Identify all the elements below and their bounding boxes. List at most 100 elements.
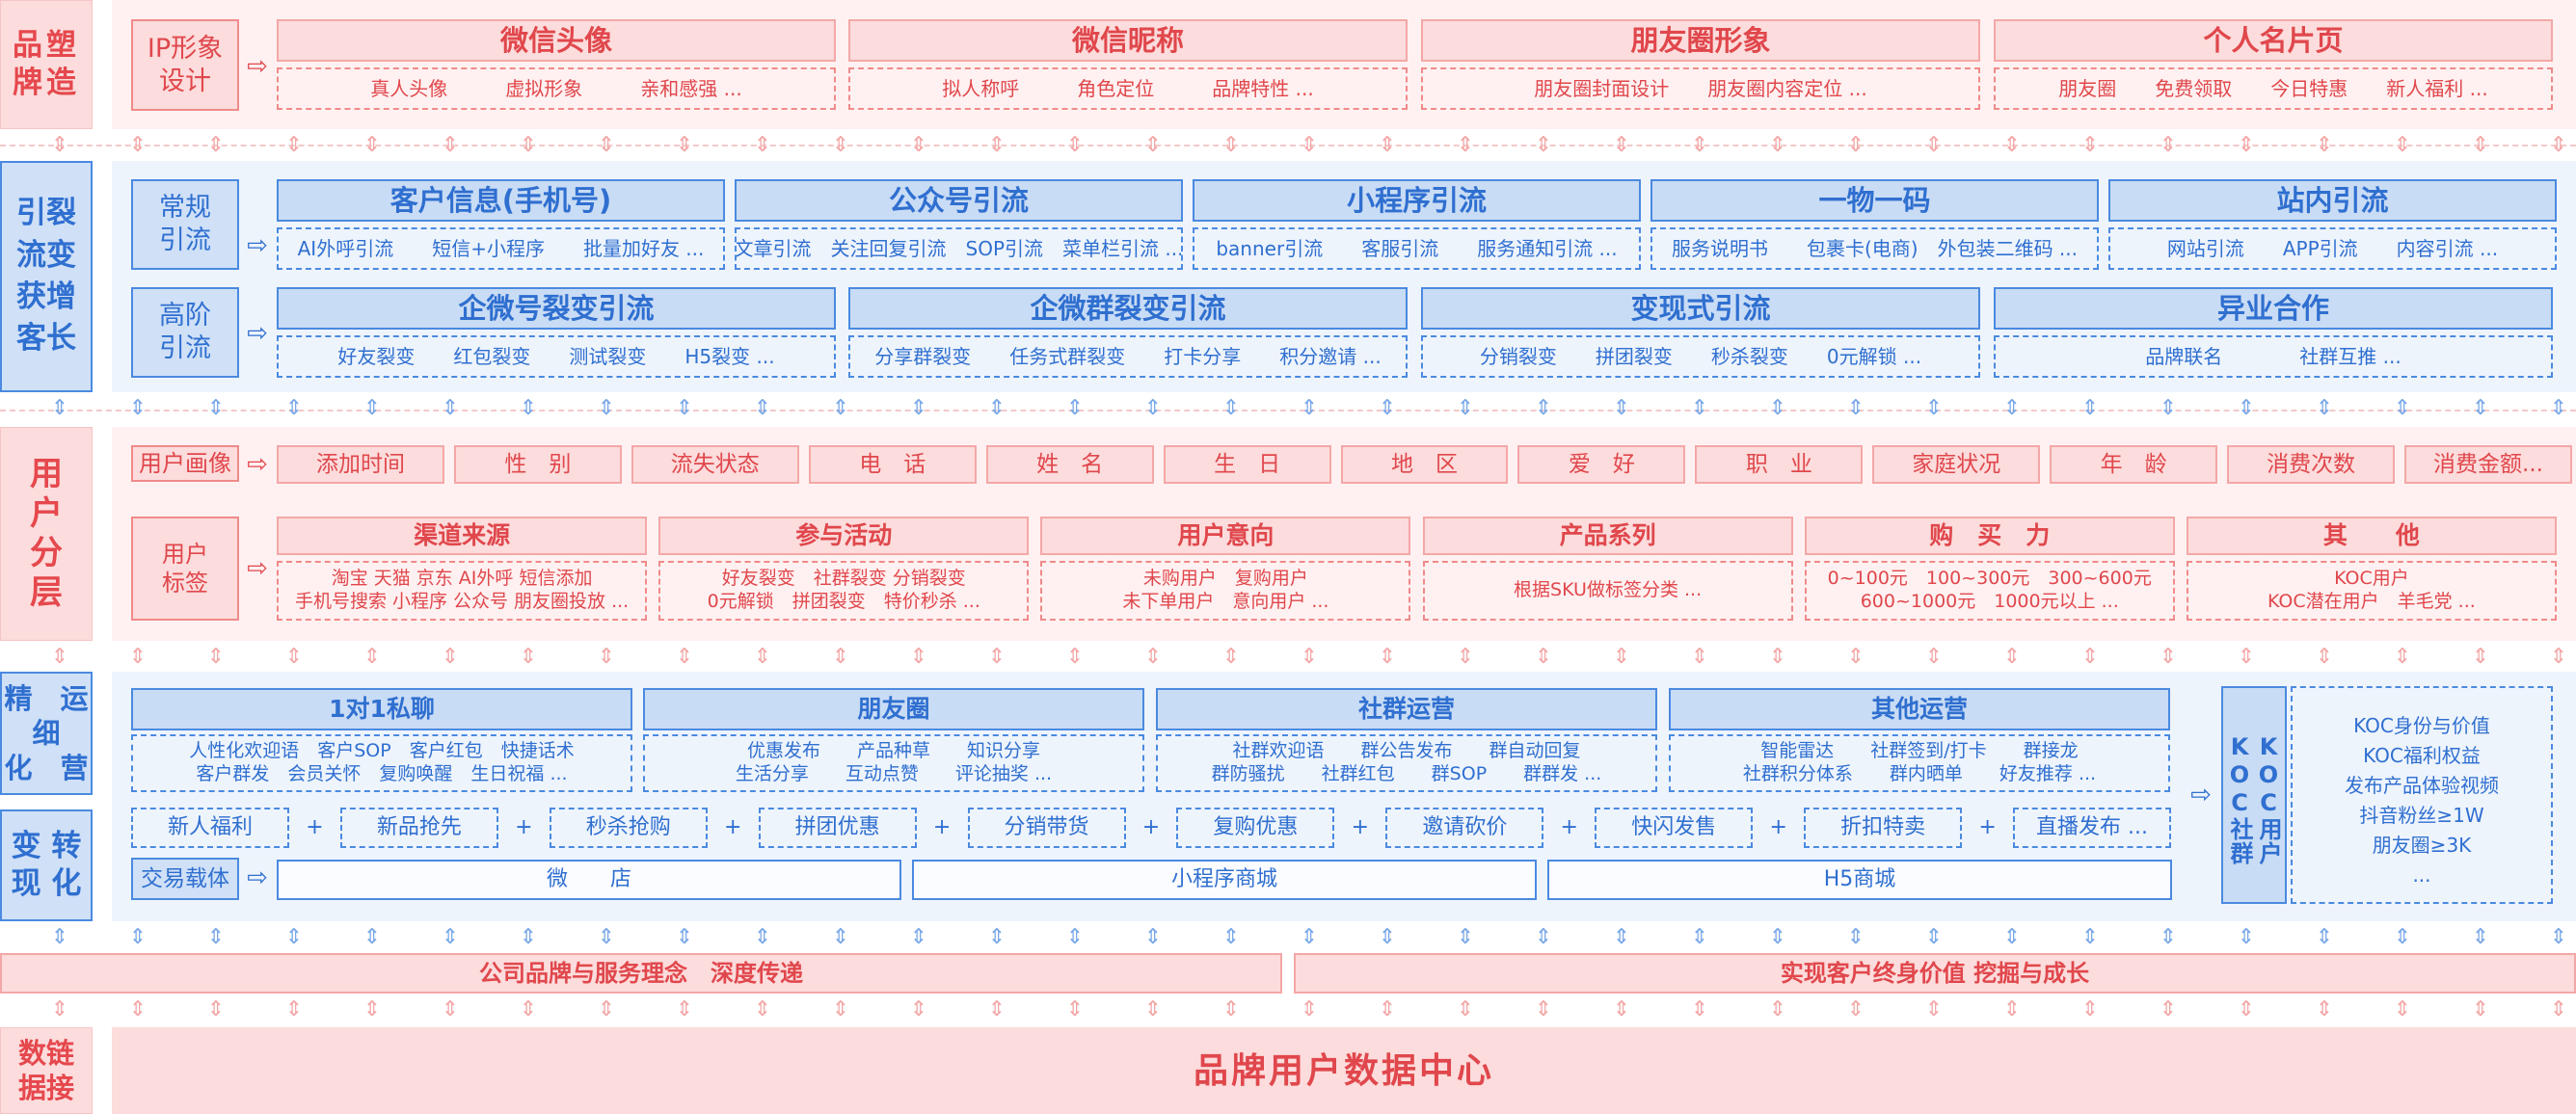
koc-item: ... <box>2412 863 2431 887</box>
regular-block-title: 站内引流 <box>2108 179 2557 222</box>
double-arrow-icon: ⇕ <box>675 133 694 157</box>
ops-block-title: 其他运营 <box>1669 688 2170 730</box>
double-arrow-icon: ⇕ <box>2237 925 2256 949</box>
koc-col2: KOC用户 <box>2255 732 2282 865</box>
promo-item: 快闪发售 <box>1595 808 1754 848</box>
double-arrow-icon: ⇕ <box>2159 997 2178 1021</box>
double-arrow-icon: ⇕ <box>2080 997 2100 1021</box>
double-arrow-icon: ⇕ <box>2393 133 2412 157</box>
double-arrow-icon: ⇕ <box>1300 133 1319 157</box>
double-arrow-icon: ⇕ <box>2315 925 2334 949</box>
advanced-block-items: 品牌联名 社群互推 ... <box>1994 335 2553 378</box>
double-arrow-icon: ⇕ <box>1768 997 1787 1021</box>
koc-title-box: KOC社群 KOC用户 <box>2221 686 2287 904</box>
double-arrow-icon: ⇕ <box>362 133 382 157</box>
double-arrow-icon: ⇕ <box>2080 396 2100 420</box>
ops-side-label: 精 运 细 化 营 <box>0 672 93 795</box>
double-arrow-icon: ⇕ <box>1378 925 1397 949</box>
label-block-items: 未购用户 复购用户 未下单用户 意向用户 ... <box>1040 561 1411 621</box>
advanced-block-items: 分享群裂变 任务式群裂变 打卡分享 积分邀请 ... <box>848 335 1408 378</box>
double-arrow-icon: ⇕ <box>1300 396 1319 420</box>
portrait-tag: 生 日 <box>1163 445 1331 484</box>
double-arrow-icon: ⇕ <box>831 645 850 669</box>
double-arrow-icon: ⇕ <box>2315 133 2334 157</box>
double-arrow-icon: ⇕ <box>1846 396 1865 420</box>
double-arrow-icon: ⇕ <box>1768 396 1787 420</box>
portrait-tag: 姓 名 <box>985 445 1154 484</box>
double-arrow-icon: ⇕ <box>831 925 850 949</box>
advanced-block-items: 好友裂变 红包裂变 测试裂变 H5裂变 ... <box>277 335 836 378</box>
double-arrow-icon: ⇕ <box>675 997 694 1021</box>
double-arrow-icon: ⇕ <box>362 396 382 420</box>
double-arrow-icon: ⇕ <box>675 645 694 669</box>
ops-block-title: 朋友圈 <box>643 688 1144 730</box>
double-arrow-icon: ⇕ <box>909 997 928 1021</box>
double-arrow-icon: ⇕ <box>675 396 694 420</box>
double-arrow-icon: ⇕ <box>1612 925 1631 949</box>
double-arrow-icon: ⇕ <box>1534 645 1553 669</box>
promo-item: 直播发布 ... <box>2013 808 2171 848</box>
ops-block-items: 社群欢迎语 群公告发布 群自动回复 群防骚扰 社群红包 群SOP 群群发 ... <box>1156 734 1657 792</box>
ops-block-items: 优惠发布 产品种草 知识分享 生活分享 互动点赞 评论抽奖 ... <box>643 734 1144 792</box>
double-arrow-icon: ⇕ <box>50 396 69 420</box>
label-block-title: 产品系列 <box>1422 517 1793 555</box>
plus-icon: + <box>932 815 952 840</box>
double-arrow-icon: ⇕ <box>519 997 538 1021</box>
arrow-right-icon: ⇨ <box>2190 781 2212 809</box>
double-arrow-icon: ⇕ <box>1143 396 1163 420</box>
regular-block-title: 一物一码 <box>1650 179 2099 222</box>
double-arrow-icon: ⇕ <box>1456 997 1475 1021</box>
double-arrow-icon: ⇕ <box>1300 645 1319 669</box>
plus-icon: + <box>515 815 533 840</box>
double-arrow-icon: ⇕ <box>441 997 460 1021</box>
double-arrow-icon: ⇕ <box>1456 925 1475 949</box>
double-arrow-icon: ⇕ <box>2237 997 2256 1021</box>
double-arrow-icon: ⇕ <box>519 645 538 669</box>
ip-design-box: IP形象 设计 <box>131 19 239 111</box>
koc-item: KOC身份与价值 <box>2353 714 2490 737</box>
portrait-tag: 家庭状况 <box>1872 445 2041 484</box>
double-arrow-icon: ⇕ <box>2549 997 2568 1021</box>
double-arrow-icon: ⇕ <box>597 925 616 949</box>
double-arrow-icon: ⇕ <box>1456 396 1475 420</box>
portrait-tag: 流失状态 <box>631 445 799 484</box>
double-arrow-icon: ⇕ <box>2393 997 2412 1021</box>
separator <box>0 145 2576 146</box>
plus-icon: + <box>1978 815 1997 840</box>
double-arrow-icon: ⇕ <box>1378 396 1397 420</box>
plus-icon: + <box>1141 815 1161 840</box>
label-block-title: 渠道来源 <box>277 517 648 555</box>
double-arrow-icon: ⇕ <box>675 925 694 949</box>
double-arrow-icon: ⇕ <box>1768 133 1787 157</box>
portrait-tag: 添加时间 <box>277 445 444 484</box>
double-arrow-icon: ⇕ <box>1065 925 1085 949</box>
double-arrow-icon: ⇕ <box>1612 396 1631 420</box>
double-arrow-icon: ⇕ <box>1690 925 1709 949</box>
double-arrow-icon: ⇕ <box>1768 645 1787 669</box>
promo-item: 新人福利 <box>131 808 289 848</box>
promo-item: 秒杀抢购 <box>549 808 708 848</box>
double-arrow-icon: ⇕ <box>2080 645 2100 669</box>
arrow-right-icon: ⇨ <box>247 863 268 892</box>
double-arrow-icon: ⇕ <box>753 925 772 949</box>
koc-item: KOC福利权益 <box>2363 744 2481 767</box>
portrait-tag: 电 话 <box>808 445 977 484</box>
double-arrow-icon: ⇕ <box>1846 925 1865 949</box>
double-arrow-icon: ⇕ <box>987 925 1006 949</box>
double-arrow-icon: ⇕ <box>987 645 1006 669</box>
data-center-title: 品牌用户数据中心 <box>112 1027 2576 1114</box>
double-arrow-icon: ⇕ <box>2471 645 2490 669</box>
double-arrow-icon: ⇕ <box>2393 925 2412 949</box>
koc-item: 朋友圈≥3K <box>2372 834 2472 857</box>
double-arrow-icon: ⇕ <box>206 925 226 949</box>
double-arrow-icon: ⇕ <box>1612 133 1631 157</box>
portrait-tag: 职 业 <box>1695 445 1864 484</box>
double-arrow-icon: ⇕ <box>2471 997 2490 1021</box>
double-arrow-icon: ⇕ <box>50 645 69 669</box>
double-arrow-icon: ⇕ <box>1221 133 1241 157</box>
double-arrow-icon: ⇕ <box>206 997 226 1021</box>
separator <box>0 410 2576 411</box>
koc-item: 抖音粉丝≥1W <box>2359 804 2484 827</box>
double-arrow-icon: ⇕ <box>206 645 226 669</box>
